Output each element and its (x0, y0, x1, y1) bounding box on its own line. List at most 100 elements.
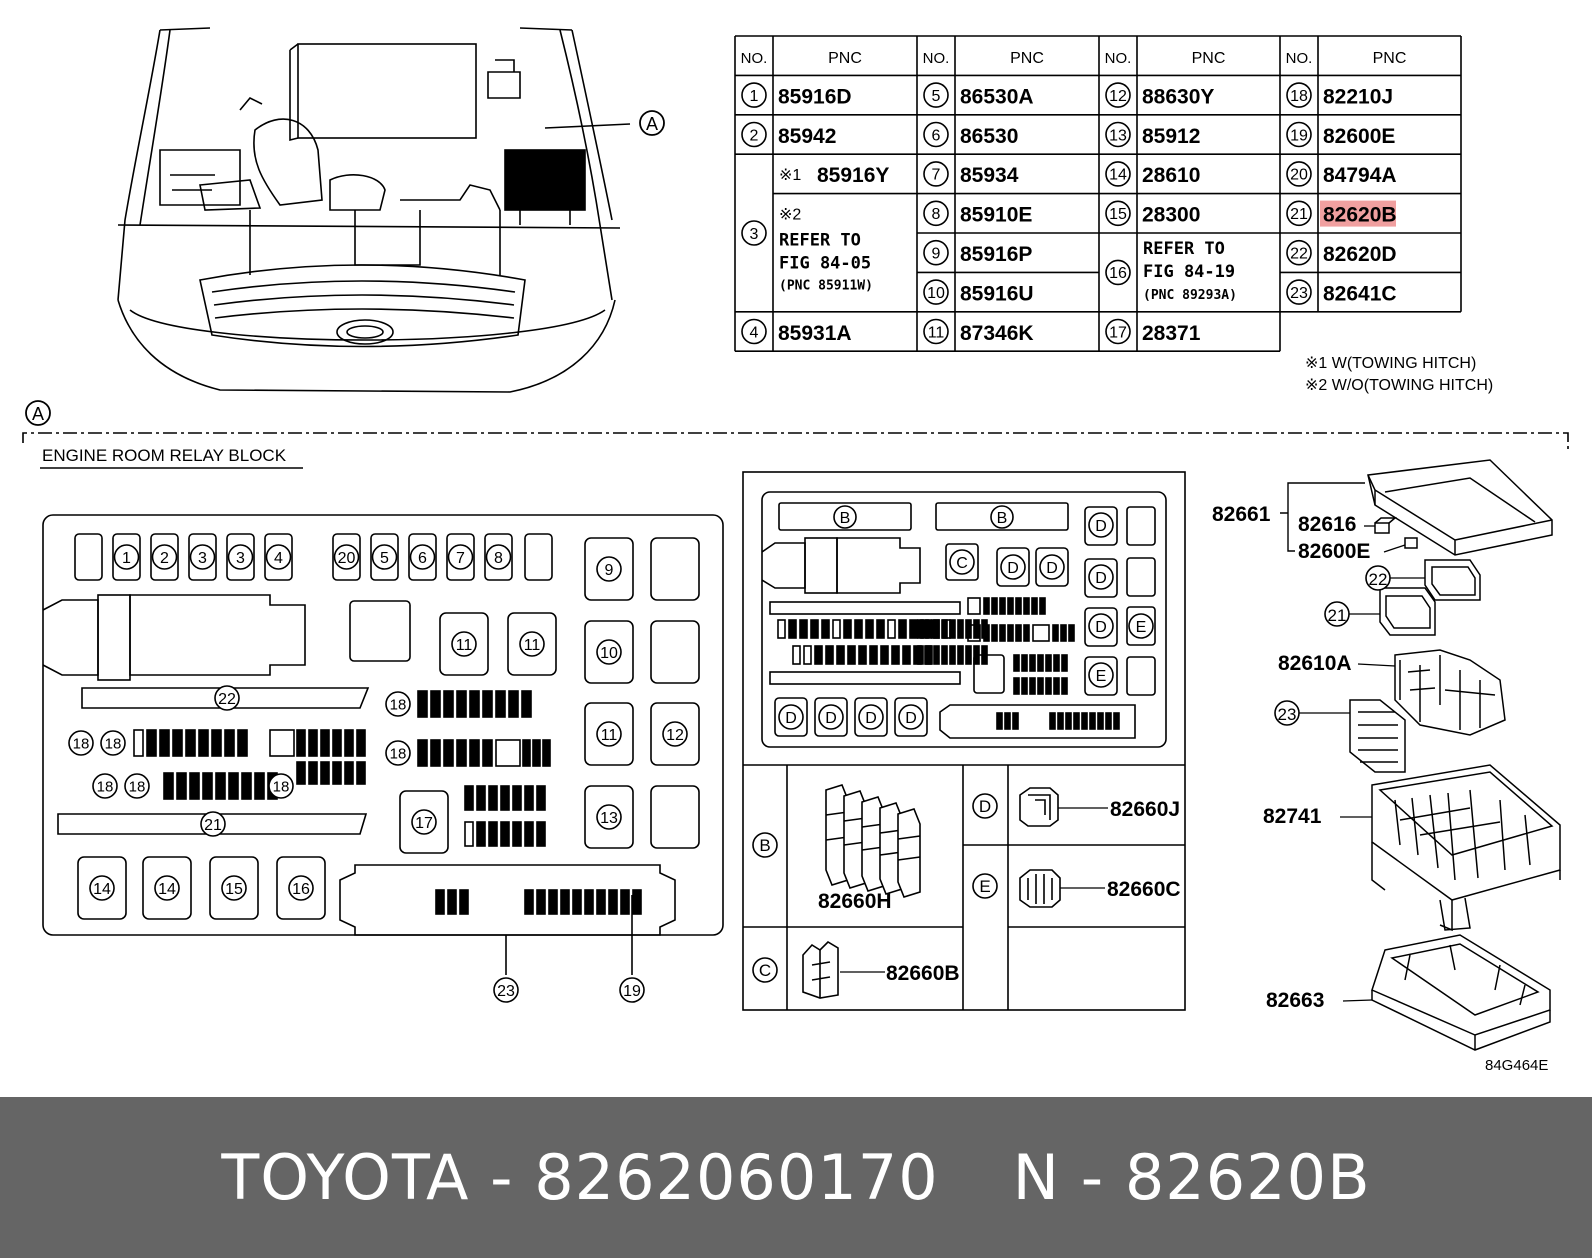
block-fuse-18d: 18 (124, 773, 150, 799)
table-no-12: 12 (1105, 82, 1131, 108)
svg-text:13: 13 (600, 810, 618, 827)
footer-part-number: TOYOTA - 8262060170 (221, 1141, 939, 1214)
pnc-10: 85916U (960, 282, 1034, 305)
detail-box-d-top-1: D (1039, 554, 1065, 580)
svg-text:B: B (997, 510, 1008, 527)
svg-text:18: 18 (97, 778, 114, 795)
svg-text:D: D (1007, 560, 1019, 577)
table-no-15: 15 (1105, 200, 1131, 227)
block-fuse-18g: 18 (385, 740, 411, 766)
block-fuse-7: 7 (447, 544, 474, 570)
section-a-marker: A (25, 400, 51, 426)
block-relay-10: 10 (596, 639, 622, 665)
svg-text:D: D (825, 710, 837, 727)
table-no-13: 13 (1105, 121, 1131, 148)
svg-text:16: 16 (292, 881, 310, 898)
table-no-10: 10 (923, 279, 949, 305)
block-fuse-18b: 18 (100, 730, 126, 756)
exploded-view (1349, 459, 1561, 1051)
block-relay-17: 17 (411, 809, 437, 835)
svg-text:11: 11 (524, 637, 541, 654)
detail-box-b1: B (833, 505, 857, 529)
header-no-1: NO. (741, 50, 768, 67)
svg-text:20: 20 (1290, 167, 1308, 184)
svg-text:22: 22 (218, 691, 236, 708)
svg-text:23: 23 (1290, 285, 1308, 302)
refer-3-line1: REFER TO (779, 231, 861, 251)
block-fuse-5: 5 (371, 544, 398, 570)
detail-box-right-3: E (1088, 662, 1114, 688)
svg-text:5: 5 (380, 550, 389, 567)
svg-text:17: 17 (1109, 324, 1127, 341)
block-bar-22: 22 (214, 685, 240, 711)
block-relay-14-1: 14 (154, 875, 180, 901)
mark-2: ※2 (779, 207, 801, 224)
svg-text:1: 1 (750, 88, 759, 105)
svg-text:10: 10 (927, 285, 945, 302)
block-fuse-18e: 18 (268, 773, 294, 799)
svg-text:7: 7 (932, 167, 941, 184)
svg-text:20: 20 (338, 550, 356, 567)
svg-text:D: D (865, 710, 877, 727)
table-no-17: 17 (1105, 318, 1131, 345)
svg-text:D: D (1046, 560, 1058, 577)
svg-text:3: 3 (236, 550, 245, 567)
svg-text:D: D (905, 710, 917, 727)
callout-a-top: A (639, 110, 665, 136)
label-82660B: 82660B (886, 962, 960, 985)
table-no-14: 14 (1105, 161, 1131, 187)
pnc-4: 85931A (778, 322, 852, 345)
svg-text:22: 22 (1290, 245, 1308, 262)
svg-text:18: 18 (390, 696, 407, 713)
svg-text:21: 21 (1328, 606, 1347, 625)
block-fuse-3: 3 (227, 544, 254, 570)
block-fuse-2: 2 (151, 544, 178, 570)
callout-a-top-label: A (646, 114, 658, 134)
label-82660J: 82660J (1110, 798, 1180, 821)
part-82660h-drawing (825, 784, 921, 898)
svg-text:15: 15 (1109, 206, 1127, 223)
table-no-11: 11 (923, 318, 949, 345)
table-no-22: 22 (1286, 239, 1312, 266)
table-no-4: 4 (741, 318, 767, 345)
pnc-1: 85916D (778, 85, 852, 108)
svg-text:10: 10 (600, 645, 618, 662)
pnc-3-w-hitch: 85916Y (817, 164, 889, 187)
engine-bay-illustration (117, 27, 631, 393)
callout-22-exploded: 22 (1365, 565, 1425, 591)
svg-text:D: D (785, 710, 797, 727)
detail-box-d-bottom-3: D (898, 704, 924, 730)
svg-text:11: 11 (456, 637, 473, 654)
pnc-22: 82620D (1323, 243, 1397, 266)
svg-text:12: 12 (1109, 88, 1127, 105)
svg-text:2: 2 (160, 550, 169, 567)
svg-text:3: 3 (198, 550, 207, 567)
callout-21-exploded: 21 (1324, 601, 1380, 627)
svg-text:D: D (979, 797, 991, 816)
svg-text:15: 15 (225, 881, 243, 898)
block-bar-21: 21 (200, 811, 226, 837)
pnc-14: 28610 (1142, 164, 1200, 187)
header-no-3: NO. (1105, 50, 1132, 67)
label-82663: 82663 (1266, 989, 1324, 1012)
svg-text:18: 18 (73, 735, 90, 752)
refer-16-line1: REFER TO (1143, 239, 1225, 259)
pnc-6: 86530 (960, 125, 1018, 148)
pnc-5: 86530A (960, 85, 1034, 108)
block-connector-19: 19 (619, 977, 645, 1003)
detail-box-right-0: D (1088, 512, 1114, 538)
svg-text:18: 18 (390, 745, 407, 762)
detail-box-d-bottom-2: D (858, 704, 884, 730)
svg-text:14: 14 (1109, 167, 1127, 184)
figure-code: 84G464E (1485, 1057, 1548, 1074)
footer-pnc: N - 82620B (1012, 1141, 1371, 1214)
table-no-18: 18 (1286, 82, 1312, 108)
block-fuse-8: 8 (485, 544, 512, 570)
detail-label-d: D (972, 793, 998, 819)
block-fuse-18c: 18 (92, 773, 118, 799)
block-connector-23: 23 (493, 977, 519, 1003)
table-no-16: 16 (1105, 259, 1131, 286)
